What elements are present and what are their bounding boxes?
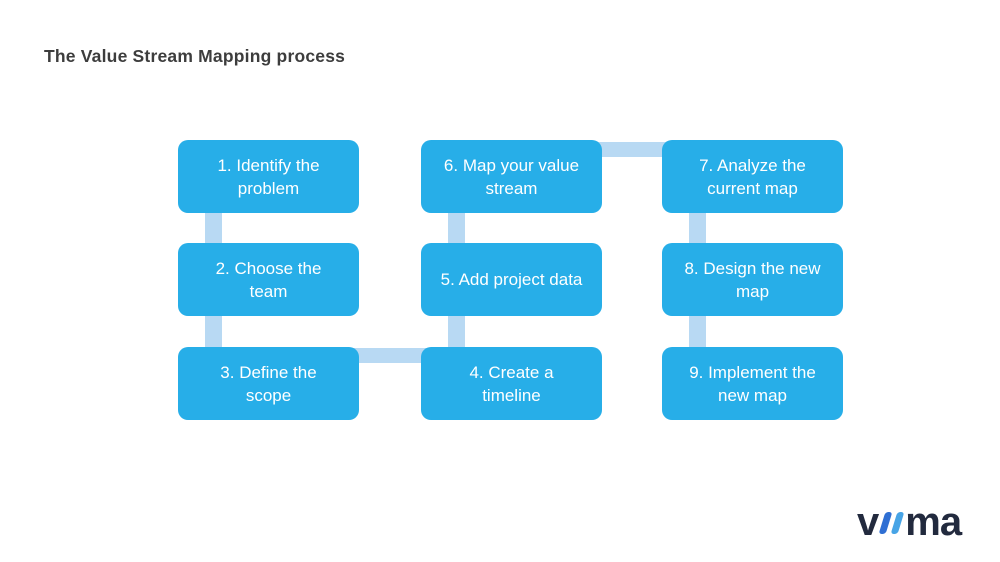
logo-text-ma: ma (905, 500, 962, 544)
step-label-8: 8. Design the new map (684, 258, 821, 301)
step-box-1: 1. Identify the problem (178, 140, 359, 213)
step-label-4: 4. Create a timeline (469, 362, 554, 405)
step-box-4: 4. Create a timeline (421, 347, 602, 420)
connector-step5-step6 (448, 206, 465, 250)
connector-step1-step2 (205, 206, 222, 250)
connector-step4-step5 (448, 310, 465, 354)
step-label-7: 7. Analyze the current map (699, 155, 806, 198)
connector-step7-step8 (689, 206, 706, 250)
connector-step8-step9 (689, 310, 706, 354)
viima-logo: v ma (857, 500, 962, 544)
step-label-9: 9. Implement the new map (689, 362, 816, 405)
page-title: The Value Stream Mapping process (44, 46, 346, 66)
step-label-5: 5. Add project data (440, 270, 583, 289)
step-label-3: 3. Define the scope (220, 362, 317, 405)
connector-step3-step4 (350, 348, 430, 363)
step-label-6: 6. Map your value stream (443, 155, 580, 198)
step-box-9: 9. Implement the new map (662, 347, 843, 420)
logo-text-v: v (857, 500, 879, 544)
step-box-2: 2. Choose the team (178, 243, 359, 316)
step-box-8: 8. Design the new map (662, 243, 843, 316)
step-label-1: 1. Identify the problem (217, 155, 320, 198)
step-box-5: 5. Add project data (421, 243, 602, 316)
connector-step2-step3 (205, 310, 222, 354)
step-box-3: 3. Define the scope (178, 347, 359, 420)
step-label-2: 2. Choose the team (215, 258, 322, 301)
step-box-7: 7. Analyze the current map (662, 140, 843, 213)
step-box-6: 6. Map your value stream (421, 140, 602, 213)
logo-slash-icon (890, 512, 905, 534)
connector-step6-step7 (594, 142, 670, 157)
